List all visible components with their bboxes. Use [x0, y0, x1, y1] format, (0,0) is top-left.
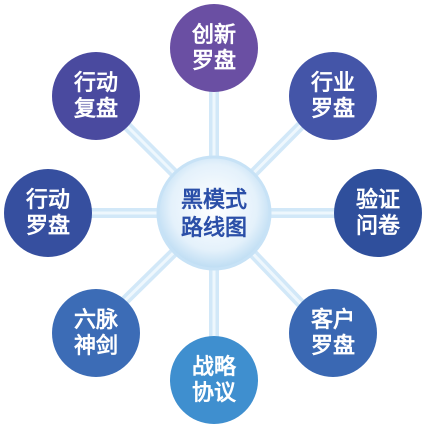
- node-label-line1: 战略: [192, 354, 237, 380]
- node-strategy[interactable]: 战略 协议: [170, 336, 258, 424]
- node-label-line1: 客户: [311, 307, 355, 333]
- node-circle: [289, 289, 377, 377]
- node-circle: [170, 336, 258, 424]
- node-action[interactable]: 行动 罗盘: [4, 169, 92, 257]
- node-label-line1: 行动: [73, 70, 118, 96]
- node-circle: [334, 169, 422, 257]
- center-hub: 黑模式 路线图: [156, 155, 272, 271]
- node-label-line1: 创新: [191, 22, 236, 48]
- node-innovation[interactable]: 创新 罗盘: [170, 4, 258, 92]
- center-label-line1: 黑模式: [181, 188, 247, 213]
- node-label-line2: 罗盘: [192, 48, 236, 74]
- node-circle: [4, 169, 92, 257]
- node-label-line2: 罗盘: [311, 333, 355, 359]
- node-label-line2: 问卷: [356, 213, 401, 239]
- node-circle: [289, 52, 377, 140]
- node-label-line2: 神剑: [74, 333, 118, 359]
- node-circle: [52, 289, 140, 377]
- center-label-line2: 路线图: [181, 215, 247, 241]
- node-label-line1: 行动: [25, 187, 70, 213]
- node-label-line2: 罗盘: [26, 213, 70, 239]
- node-label-line1: 六脉: [74, 308, 119, 333]
- node-circle: [170, 4, 258, 92]
- node-label-line2: 协议: [192, 381, 237, 406]
- node-review[interactable]: 行动 复盘: [52, 52, 140, 140]
- node-industry[interactable]: 行业 罗盘: [289, 52, 377, 140]
- node-validation[interactable]: 验证 问卷: [334, 169, 422, 257]
- node-customer[interactable]: 客户 罗盘: [289, 289, 377, 377]
- node-six-pulse[interactable]: 六脉 神剑: [52, 289, 140, 377]
- node-label-line2: 罗盘: [311, 96, 355, 122]
- node-label-line1: 行业: [310, 70, 355, 96]
- node-label-line1: 验证: [356, 187, 400, 213]
- node-circle: [52, 52, 140, 140]
- node-label-line2: 复盘: [73, 96, 118, 122]
